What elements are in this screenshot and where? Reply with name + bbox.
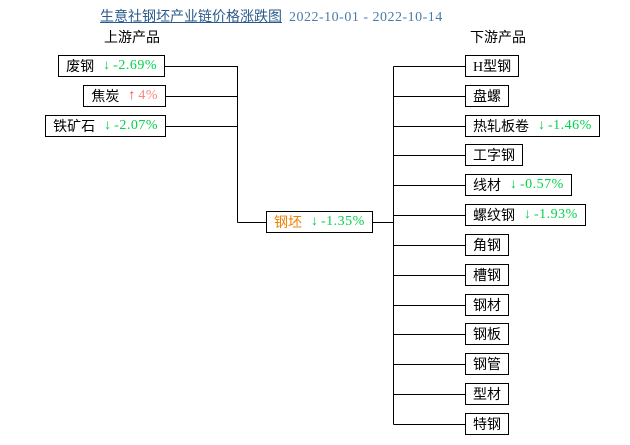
node-label: 线材 (473, 179, 501, 194)
node-steel-pipe[interactable]: 钢管 (465, 353, 509, 375)
node-scrap-steel[interactable]: 废钢 ↓-2.69% (58, 55, 165, 77)
node-label: 工字钢 (473, 149, 515, 164)
node-label: 钢板 (473, 328, 501, 343)
node-label: 热轧板卷 (473, 120, 529, 135)
price-change: ↓-1.93% (524, 207, 578, 222)
node-label: 废钢 (66, 60, 95, 75)
price-change: ↓-0.57% (510, 177, 564, 192)
node-coiled-rebar[interactable]: 盘螺 (465, 85, 509, 107)
down-arrow-icon: ↓ (103, 58, 111, 73)
down-arrow-icon: ↓ (538, 118, 545, 133)
node-rebar[interactable]: 螺纹钢 ↓-1.93% (465, 204, 586, 226)
node-channel-steel[interactable]: 槽钢 (465, 264, 509, 286)
node-label: 螺纹钢 (473, 209, 515, 224)
node-coke[interactable]: 焦炭 ↑4% (83, 85, 166, 107)
down-arrow-icon: ↓ (510, 177, 517, 192)
node-angle-steel[interactable]: 角钢 (465, 234, 509, 256)
node-label: 焦炭 (91, 90, 120, 105)
node-label: 钢管 (473, 358, 501, 373)
node-iron-ore[interactable]: 铁矿石 ↓-2.07% (45, 115, 166, 137)
price-change: ↓-2.07% (104, 118, 158, 133)
down-arrow-icon: ↓ (311, 214, 318, 229)
node-hot-rolled-coil[interactable]: 热轧板卷 ↓-1.46% (465, 115, 600, 137)
up-arrow-icon: ↑ (128, 88, 136, 103)
downstream-header: 下游产品 (470, 31, 526, 46)
node-i-beam[interactable]: 工字钢 (465, 144, 523, 166)
diagram-title-row: 生意社钢坯产业链价格涨跌图 2022-10-01 - 2022-10-14 (100, 6, 443, 26)
down-arrow-icon: ↓ (104, 118, 112, 133)
price-change: ↓-2.69% (103, 58, 157, 73)
node-label: 槽钢 (473, 269, 501, 284)
date-range: 2022-10-01 - 2022-10-14 (289, 10, 443, 25)
price-change: ↑4% (128, 88, 158, 103)
node-h-beam[interactable]: H型钢 (465, 55, 520, 77)
price-change: ↓-1.46% (538, 118, 592, 133)
node-wire-rod[interactable]: 线材 ↓-0.57% (465, 174, 572, 196)
down-arrow-icon: ↓ (524, 207, 531, 222)
node-steel-products[interactable]: 钢材 (465, 294, 509, 316)
node-label: H型钢 (473, 60, 512, 75)
node-label: 角钢 (473, 239, 501, 254)
node-label: 铁矿石 (53, 120, 96, 135)
node-label: 钢坯 (274, 216, 302, 231)
node-section-steel[interactable]: 型材 (465, 383, 509, 405)
node-special-steel[interactable]: 特钢 (465, 413, 509, 435)
node-label: 钢材 (473, 299, 501, 314)
node-steel-plate[interactable]: 钢板 (465, 323, 509, 345)
node-steel-billet[interactable]: 钢坯 ↓-1.35% (266, 211, 373, 233)
price-change: ↓-1.35% (311, 214, 365, 229)
diagram-title-link[interactable]: 生意社钢坯产业链价格涨跌图 (100, 10, 282, 25)
node-label: 特钢 (473, 418, 501, 433)
node-label: 盘螺 (473, 90, 501, 105)
node-label: 型材 (473, 388, 501, 403)
upstream-header: 上游产品 (104, 31, 160, 46)
